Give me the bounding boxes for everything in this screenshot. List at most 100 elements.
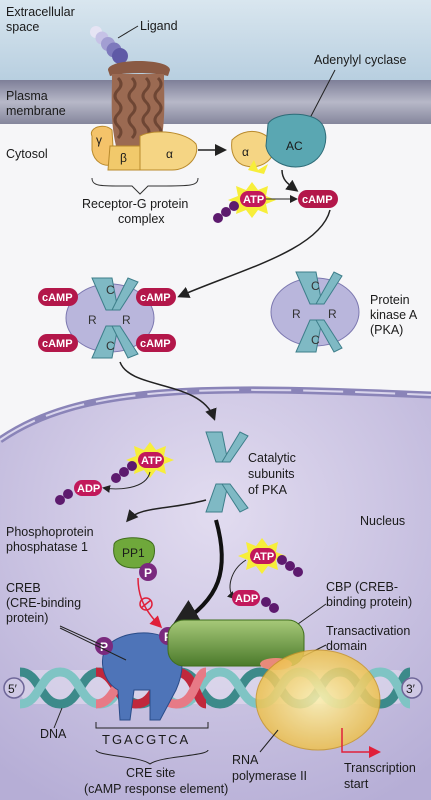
extracellular-label-2: space bbox=[6, 20, 39, 34]
pp1-text: PP1 bbox=[122, 546, 145, 560]
plasma-membrane bbox=[0, 80, 431, 124]
pp1-protein: PP1 bbox=[113, 537, 155, 569]
creb-pointer-1 bbox=[59, 625, 105, 647]
pka-to-creb-arrow bbox=[169, 519, 224, 631]
adp-right: ADP bbox=[232, 590, 279, 613]
atp-to-adp-left-arrow bbox=[102, 471, 151, 493]
adp-left: ADP bbox=[55, 480, 102, 505]
pka-left-c-bottom: C bbox=[106, 339, 115, 353]
pka-to-pp1-arrow bbox=[126, 499, 207, 523]
pka-label-3: (PKA) bbox=[370, 323, 403, 337]
adp-left-label: ADP bbox=[77, 483, 100, 495]
phosphate-creb-1-label: P bbox=[100, 640, 108, 654]
ligand-label: Ligand bbox=[140, 19, 178, 33]
cbp-pointer bbox=[297, 603, 327, 625]
creb-label-1: CREB bbox=[6, 581, 41, 595]
camp-bound-2: cAMP bbox=[136, 288, 176, 306]
phosphate-pp1: P bbox=[139, 563, 157, 581]
adp-right-label: ADP bbox=[235, 593, 258, 605]
cbp-label-2: binding protein) bbox=[326, 595, 412, 609]
rna-polymerase bbox=[255, 649, 381, 751]
cre-label-1: CRE site bbox=[126, 766, 175, 780]
nucleus-label: Nucleus bbox=[360, 514, 405, 528]
cre-sequence: TGACGTCA bbox=[102, 732, 190, 747]
catalytic-label-1: Catalytic bbox=[248, 451, 296, 465]
complex-bracket bbox=[91, 177, 199, 195]
ac-pointer bbox=[309, 69, 336, 119]
camp-bound-4-label: cAMP bbox=[140, 338, 171, 350]
cre-bracket-bottom bbox=[95, 749, 209, 765]
pka-label-1: Protein bbox=[370, 293, 410, 307]
transact-label-1: Transactivation bbox=[326, 624, 410, 638]
receptor bbox=[108, 61, 170, 146]
cre-label-2: (cAMP response element) bbox=[84, 782, 228, 796]
atp-left-label: ATP bbox=[141, 455, 162, 467]
rnapol-pointer bbox=[259, 729, 279, 753]
plasma-label-2: membrane bbox=[6, 104, 66, 118]
five-prime-label: 5′ bbox=[8, 682, 18, 696]
atp-right: ATP bbox=[238, 538, 303, 577]
g-alpha-active: α bbox=[231, 131, 275, 174]
camp-top: cAMP bbox=[298, 190, 338, 208]
catalytic-subunit-2 bbox=[205, 483, 249, 513]
pka-right-r1: R bbox=[292, 307, 301, 321]
camp-bound-4: cAMP bbox=[136, 334, 176, 352]
pka-right-c-top: C bbox=[311, 279, 320, 293]
creb-label-2: (CRE-binding bbox=[6, 596, 81, 610]
camp-bound-1-label: cAMP bbox=[42, 292, 73, 304]
nuclear-pores bbox=[0, 388, 431, 441]
three-prime-marker: 3′ bbox=[401, 677, 423, 699]
plasma-label-1: Plasma bbox=[6, 89, 48, 103]
phosphate-pp1-label: P bbox=[144, 566, 152, 580]
extracellular-label-1: Extracellular bbox=[6, 5, 75, 19]
extracellular-region bbox=[0, 0, 431, 80]
atp-top-label: ATP bbox=[243, 194, 264, 206]
ligand-pointer bbox=[117, 25, 139, 39]
creb-pointer-2 bbox=[59, 627, 127, 661]
dna-pointer bbox=[53, 707, 63, 729]
camp-bound-2-label: cAMP bbox=[140, 292, 171, 304]
receptor-complex-label-1: Receptor-G protein bbox=[82, 197, 188, 211]
rnapol-label-2: polymerase II bbox=[232, 769, 307, 783]
beta-label: β bbox=[120, 151, 127, 165]
pka-left-c-top: C bbox=[106, 283, 115, 297]
ac-product-arrow bbox=[281, 169, 299, 192]
camp-bound-3-label: cAMP bbox=[42, 338, 73, 350]
dna-label: DNA bbox=[40, 727, 67, 741]
pka-release-arrow bbox=[119, 361, 217, 421]
pka-inactive: C C R R bbox=[270, 271, 360, 353]
cytosol-label: Cytosol bbox=[6, 147, 48, 161]
ac-label: AC bbox=[286, 139, 303, 153]
pp1-label-2: phosphatase 1 bbox=[6, 540, 88, 554]
adenylyl-cyclase: AC bbox=[265, 113, 327, 168]
three-prime-label: 3′ bbox=[406, 682, 416, 696]
atp-top: ATP bbox=[213, 182, 276, 223]
rnapol-label-1: RNA bbox=[232, 753, 259, 767]
camp-to-pka-arrow bbox=[177, 209, 331, 298]
receptor-complex-label-2: complex bbox=[118, 212, 165, 226]
creb-protein bbox=[102, 632, 183, 721]
cre-bracket-top bbox=[95, 722, 209, 729]
pka-bound: C C R R bbox=[65, 277, 155, 359]
alpha-label: α bbox=[166, 147, 173, 161]
transact-label-2: domain bbox=[326, 639, 367, 653]
pp1-label-1: Phosphoprotein bbox=[6, 525, 94, 539]
pka-label-2: kinase A bbox=[370, 308, 418, 322]
tstart-label-1: Transcription bbox=[344, 761, 416, 775]
pka-right-r2: R bbox=[328, 307, 337, 321]
inhibition-symbol bbox=[139, 597, 153, 611]
pka-left-r2: R bbox=[122, 313, 131, 327]
camp-bound-1: cAMP bbox=[38, 288, 78, 306]
cbp-protein bbox=[167, 619, 305, 667]
pka-left-r1: R bbox=[88, 313, 97, 327]
cbp-label-1: CBP (CREB- bbox=[326, 580, 398, 594]
tstart-label-2: start bbox=[344, 777, 369, 791]
atp-left: ATP bbox=[111, 442, 174, 483]
camp-bound-3: cAMP bbox=[38, 334, 78, 352]
alpha-active-label: α bbox=[242, 145, 249, 159]
catalytic-subunit-1 bbox=[205, 431, 249, 463]
g-protein-complex: γ β α bbox=[90, 125, 198, 171]
ligand bbox=[90, 26, 128, 64]
transcription-start-arrow bbox=[341, 728, 381, 758]
